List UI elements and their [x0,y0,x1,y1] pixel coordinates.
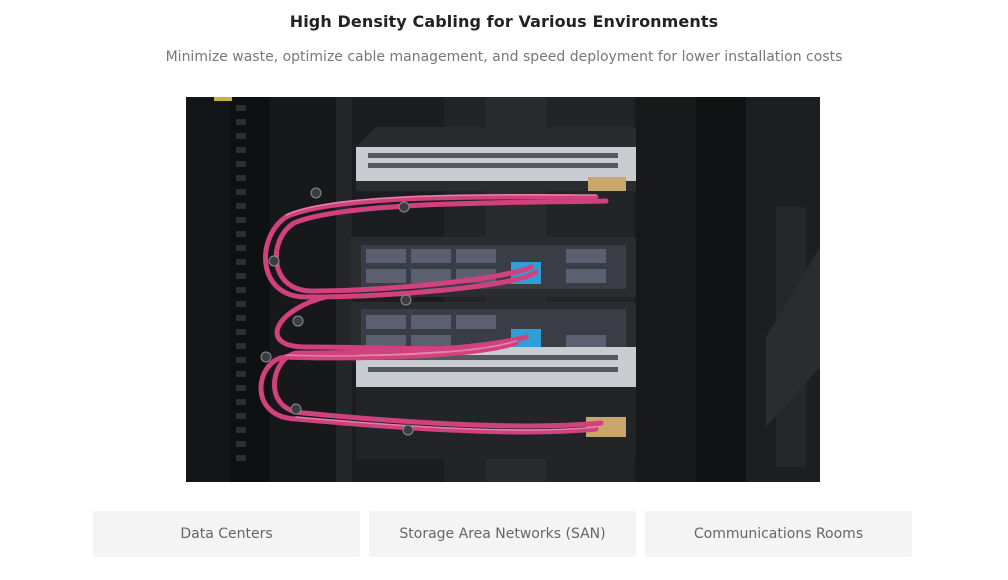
tab-storage-area-networks[interactable]: Storage Area Networks (SAN) [369,511,636,557]
environment-tabs: Data Centers Storage Area Networks (SAN)… [93,511,912,557]
page-subtitle: Minimize waste, optimize cable managemen… [165,49,843,65]
tab-data-centers[interactable]: Data Centers [93,511,360,557]
rack-cabling-photo [186,97,820,482]
tab-communications-rooms[interactable]: Communications Rooms [645,511,912,557]
page-title: High Density Cabling for Various Environ… [289,12,719,31]
